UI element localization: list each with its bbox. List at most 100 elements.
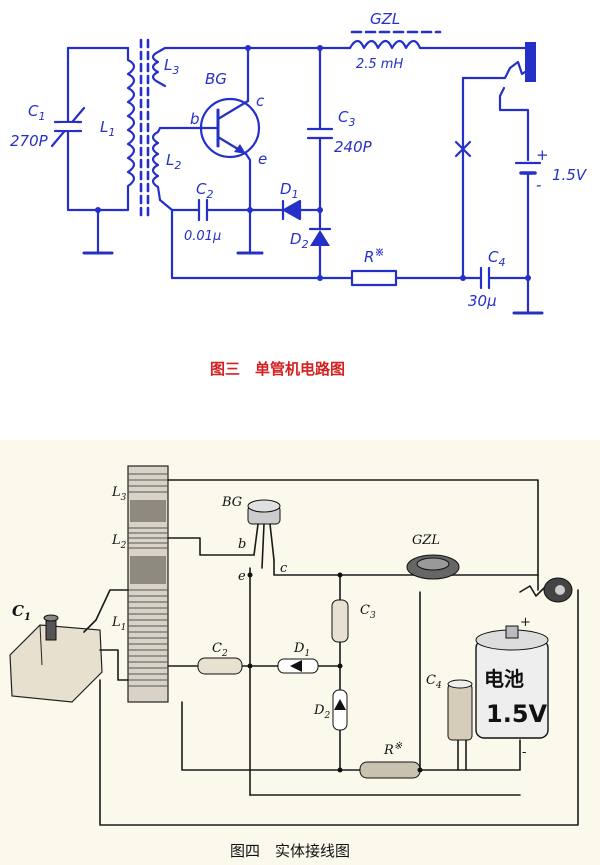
wiring-junction-dots: [247, 572, 423, 773]
jack-hole: [555, 585, 565, 595]
gzl-value: 2.5 mH: [356, 57, 403, 72]
c1-loop-wire: [66, 46, 130, 212]
bottom-bus-left: [170, 208, 354, 280]
break-mark: [454, 140, 472, 158]
emitter-wire: [244, 152, 252, 254]
wire-l2-base: [167, 537, 255, 556]
transistor-emitter-arrow: [234, 144, 246, 154]
battery-plus-label: +: [536, 146, 549, 164]
transistor-top: [247, 499, 281, 513]
l3-label: L3: [164, 56, 179, 77]
wire-l3-top: [167, 479, 539, 591]
c2-label: C2: [212, 641, 228, 659]
wire-bottom-right: [419, 739, 521, 771]
transistor-lead-e: [261, 523, 265, 569]
bg-label: BG: [221, 495, 242, 510]
jack-contact-wire: [498, 94, 530, 162]
junction-dot: [337, 663, 343, 669]
junction-dot: [247, 663, 253, 669]
r-resistor: [359, 761, 421, 779]
junction-dot: [247, 207, 253, 213]
wire-collector: [273, 559, 539, 576]
d1-label: D1: [293, 641, 310, 659]
wire-c4-leads: [457, 739, 467, 771]
jack-body: [525, 42, 536, 82]
d2-label: D2: [290, 230, 309, 251]
battery-minus: -: [522, 745, 526, 760]
l2-coil: [151, 126, 202, 202]
wiring-panel: L3 L2 L1 C1 BG b e c C2 D1 D2 C3 C4 GZL …: [0, 440, 600, 865]
c2-label: C2: [196, 180, 213, 201]
battery-minus-label: -: [536, 176, 541, 194]
l2-l1-gap: [130, 556, 166, 584]
e-label: e: [258, 150, 267, 168]
c4-top: [447, 679, 473, 689]
c1-gap: [60, 123, 76, 130]
wire-c1-l1: [83, 589, 129, 681]
battery-plus: +: [520, 615, 531, 630]
wiring-diagram: L3 L2 L1 C1 BG b e c C2 D1 D2 C3 C4 GZL …: [9, 465, 579, 860]
c4-label: C4: [426, 673, 442, 691]
l1-coil: [126, 46, 136, 212]
battery-value: 1.5V: [486, 700, 548, 728]
coil-windings: [128, 473, 168, 687]
d2-diode: [310, 230, 330, 246]
junction-dot: [337, 572, 343, 578]
schematic-diagram: C1 270P L1 L3 L2 BG b c e C2 0.01μ D1 D2…: [10, 10, 588, 378]
bg-label: BG: [205, 70, 227, 88]
gzl-hole: [416, 557, 450, 571]
battery-value: 1.5V: [552, 166, 588, 184]
battery-terminal: [505, 625, 519, 639]
c1-knob-top[interactable]: [43, 614, 59, 622]
c3-label: C3: [360, 603, 376, 621]
junction-dot: [417, 767, 423, 773]
c4-label: C4: [488, 248, 505, 269]
battery-text: 电池: [484, 667, 524, 691]
junction-dot: [317, 275, 323, 281]
d1-diode: [282, 199, 302, 221]
d1-label: D1: [280, 180, 299, 201]
e-label: e: [238, 569, 246, 584]
c1-value: 270P: [10, 132, 49, 150]
c1-label: C1: [28, 102, 45, 123]
c4-capacitor: [447, 683, 473, 741]
junction-dot: [247, 572, 253, 578]
l3-l2-gap: [130, 500, 166, 522]
gzl-label: GZL: [370, 10, 400, 28]
b-label: b: [190, 110, 200, 128]
schematic-caption: 图三 单管机电路图: [210, 360, 345, 378]
d2-label: D2: [313, 703, 330, 721]
wire-base-ground: [99, 589, 579, 826]
junction-dot: [317, 207, 323, 213]
c2-capacitor: [197, 657, 243, 675]
l3-label: L3: [111, 485, 127, 503]
l1-label: L1: [100, 118, 115, 139]
schematic-panel: C1 270P L1 L3 L2 BG b c e C2 0.01μ D1 D2…: [10, 10, 588, 378]
jack-spring: [519, 585, 545, 597]
transistor-collector-lead: [216, 99, 250, 121]
junction-dot: [245, 45, 251, 51]
wire-bottom-left: [181, 701, 361, 771]
r-label: R※: [383, 741, 403, 758]
junction-dot: [460, 275, 466, 281]
c3-capacitor: [331, 599, 349, 643]
junction-dot: [337, 767, 343, 773]
c1-label: C1: [12, 602, 31, 623]
jack-contact-hook: [498, 86, 506, 98]
transistor-lead-c: [269, 523, 275, 561]
transistor-lead-b: [253, 523, 259, 556]
b-label: b: [238, 537, 246, 552]
c3-label: C3: [338, 108, 355, 129]
l2-bottom-wire: [158, 198, 174, 212]
c2-value: 0.01μ: [184, 229, 221, 244]
gzl-label: GZL: [412, 533, 440, 548]
junction-dot: [525, 275, 531, 281]
l3-coil: [151, 46, 167, 88]
c4-value: 30μ: [468, 292, 497, 310]
c-label: c: [256, 92, 265, 110]
gzl-choke: [348, 39, 507, 50]
junction-dot: [95, 207, 101, 213]
jack-left-wire: [461, 66, 512, 80]
junction-dot: [317, 45, 323, 51]
c1-edge: [39, 624, 43, 666]
